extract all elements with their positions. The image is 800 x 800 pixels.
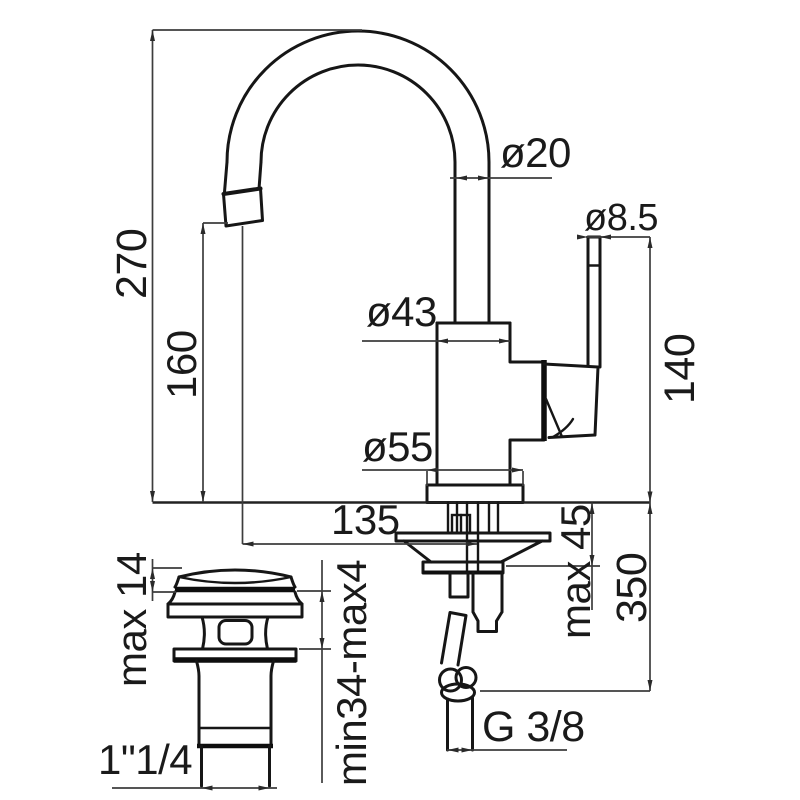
dimension-clamp-range-min34-max40: min34-max4 bbox=[297, 560, 375, 786]
dimension-drain-thread-1-1-4: 1"1/4 bbox=[98, 736, 277, 791]
dim-label-d43: ø43 bbox=[366, 288, 437, 335]
drain-assembly bbox=[166, 568, 304, 788]
dim-label-d55: ø55 bbox=[362, 423, 433, 470]
dimension-spout-diameter-20: ø20 bbox=[450, 129, 571, 181]
spout-gooseneck bbox=[221, 29, 491, 325]
faucet-body bbox=[425, 321, 546, 504]
dim-label-d20: ø20 bbox=[500, 129, 571, 176]
dimension-cap-height-max14: max 14 bbox=[108, 552, 182, 687]
dimension-lever-height-140: 140 bbox=[647, 237, 704, 503]
dimension-hose-length-350: 350 bbox=[480, 502, 656, 692]
dimension-deck-thickness-max45: max 45 bbox=[506, 502, 600, 639]
dimension-spout-reach-135: 135 bbox=[241, 226, 477, 547]
dim-label-350: 350 bbox=[608, 553, 656, 623]
dim-label-160: 160 bbox=[158, 330, 205, 399]
dim-label-g38: G 3/8 bbox=[482, 703, 585, 751]
dim-label-135: 135 bbox=[331, 496, 400, 543]
dim-label-max14: max 14 bbox=[108, 552, 155, 687]
dimension-lever-diameter-8-5: ø8.5 bbox=[577, 197, 659, 240]
dimension-hose-thread-g38: G 3/8 bbox=[447, 703, 585, 753]
dimension-total-height-270: 270 bbox=[108, 29, 362, 502]
dim-label-270: 270 bbox=[108, 229, 156, 299]
mounting-hardware bbox=[394, 501, 552, 633]
dimension-base-diameter-55: ø55 bbox=[362, 423, 524, 486]
dim-label-min34-max4: min34-max4 bbox=[328, 560, 375, 786]
handle-lever bbox=[541, 235, 602, 441]
dim-label-1-1-4: 1"1/4 bbox=[98, 736, 192, 783]
dimension-spout-height-160: 160 bbox=[158, 222, 228, 502]
dimension-body-diameter-43: ø43 bbox=[362, 288, 510, 344]
dim-label-max45: max 45 bbox=[552, 504, 599, 639]
dim-label-d85: ø8.5 bbox=[584, 197, 658, 239]
dim-label-140: 140 bbox=[656, 334, 704, 404]
supply-hose bbox=[438, 611, 478, 752]
